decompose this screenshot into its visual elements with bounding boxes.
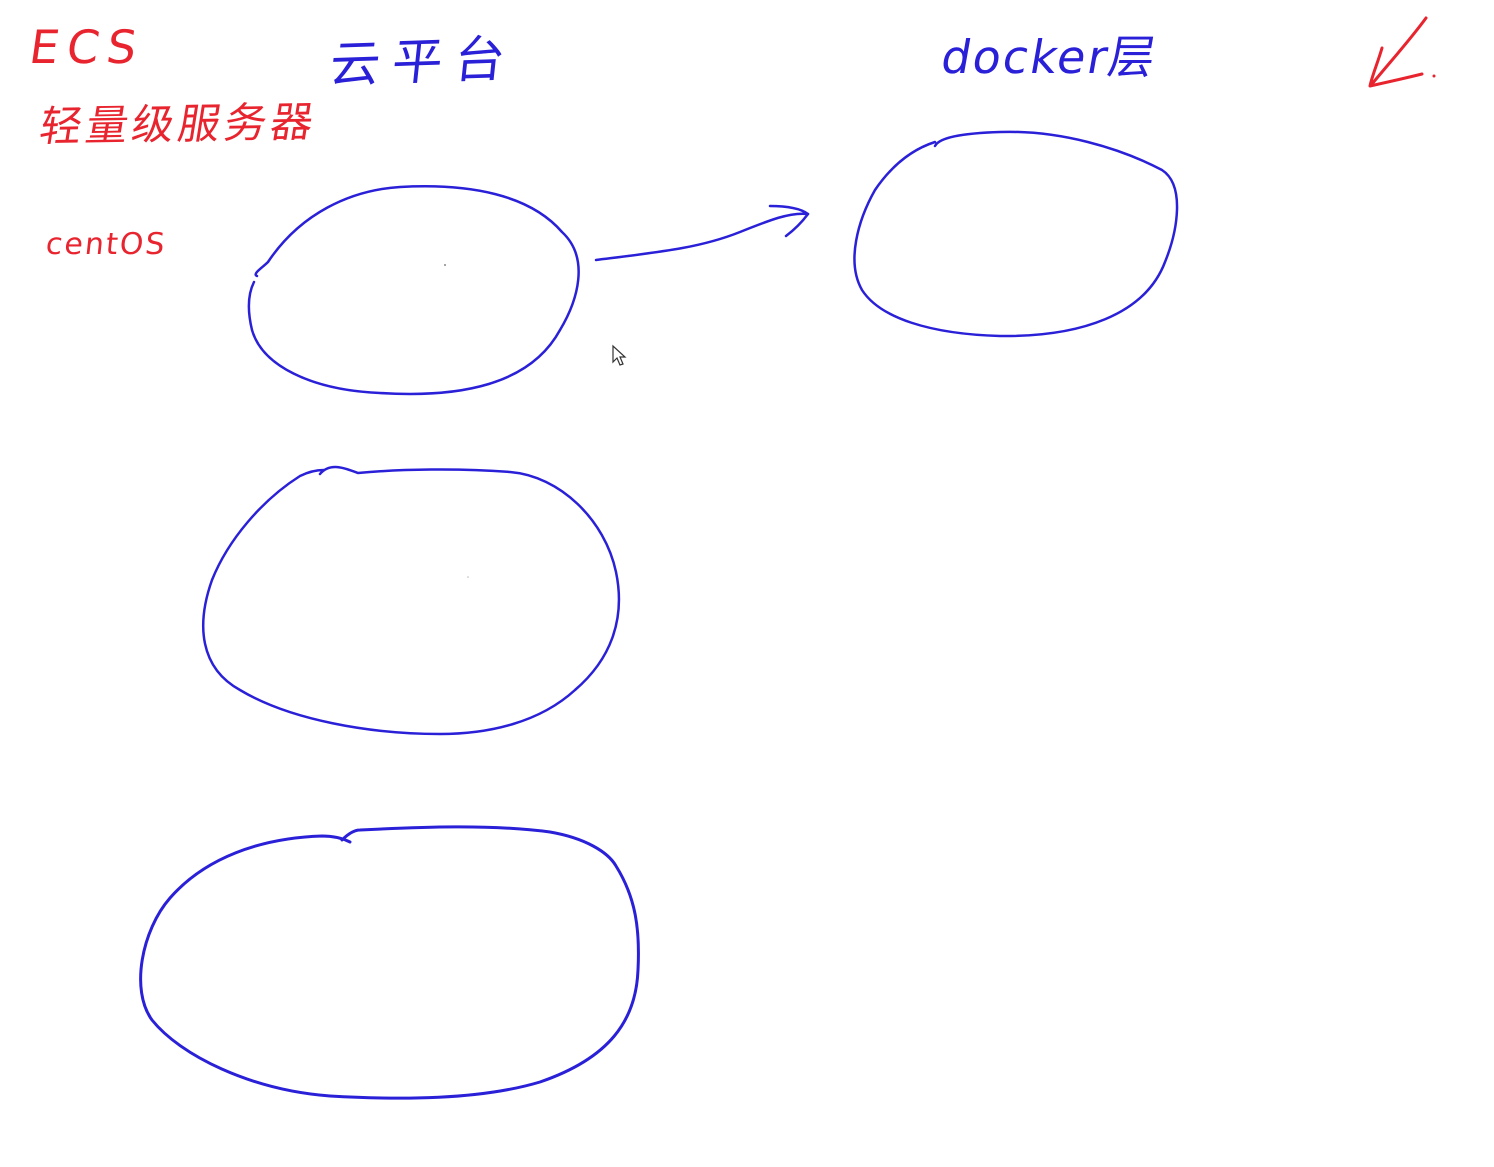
down-left-arrow-icon [1370, 16, 1428, 86]
right-arrow-head [768, 204, 810, 238]
container-shape-2 [853, 130, 1179, 338]
stray-dot [467, 576, 469, 578]
stray-dot [444, 264, 446, 266]
mouse-pointer-icon [612, 344, 627, 366]
down-left-arrow-icon-head [1368, 46, 1424, 88]
corner-dot [1432, 74, 1436, 78]
container-shape-4 [139, 825, 640, 1100]
container-shape-3 [202, 465, 621, 736]
right-arrow [594, 212, 810, 262]
container-shape-1 [247, 185, 580, 396]
